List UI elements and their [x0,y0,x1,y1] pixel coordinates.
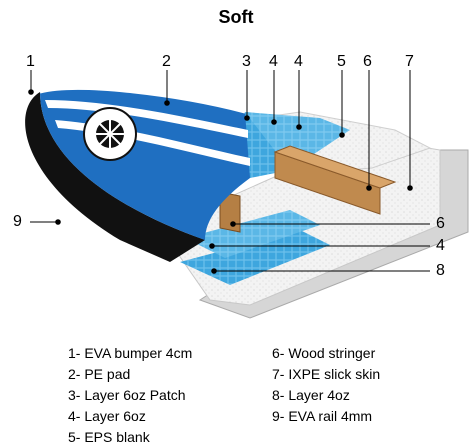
legend-item-5: 5- EPS blank [68,429,150,445]
legend-item-4: 4- Layer 6oz [68,408,146,424]
callout-1: 1 [26,53,35,70]
legend-item-2: 2- PE pad [68,366,131,382]
callout-9: 9 [13,213,22,230]
legend-item-3: 3- Layer 6oz Patch [68,387,186,403]
legend-item-8: 8- Layer 4oz [272,387,350,403]
legend-item-9: 9- EVA rail 4mm [272,408,373,424]
diagram-title: Soft [218,7,254,27]
callout-6-right: 6 [436,215,445,232]
callout-4-right: 4 [436,237,445,254]
callout-6-top: 6 [363,53,372,70]
wood-stringer-top [273,145,397,189]
deck-edge-highlight [39,87,246,114]
callout-7: 7 [405,53,414,70]
callout-8-right: 8 [436,262,445,279]
callout-4-top-a: 4 [269,53,278,70]
sic-logo [83,107,137,161]
legend-item-7: 7- IXPE slick skin [272,366,381,382]
callout-4-top-b: 4 [294,53,303,70]
deck-stripe-1 [45,100,248,138]
layer-6oz-upper [245,112,350,170]
eva-bumper-rail [25,92,205,262]
callout-5: 5 [337,53,346,70]
legend-item-6: 6- Wood stringer [272,345,376,361]
callout-2: 2 [162,53,171,70]
legend-left-column: 1- EVA bumper 4cm 2- PE pad 3- Layer 6oz… [68,343,192,448]
wood-stringer-lower [219,191,241,233]
legend-item-1: 1- EVA bumper 4cm [68,345,193,361]
legend-right-column: 6- Wood stringer 7- IXPE slick skin 8- L… [272,343,380,427]
callout-3: 3 [242,53,251,70]
